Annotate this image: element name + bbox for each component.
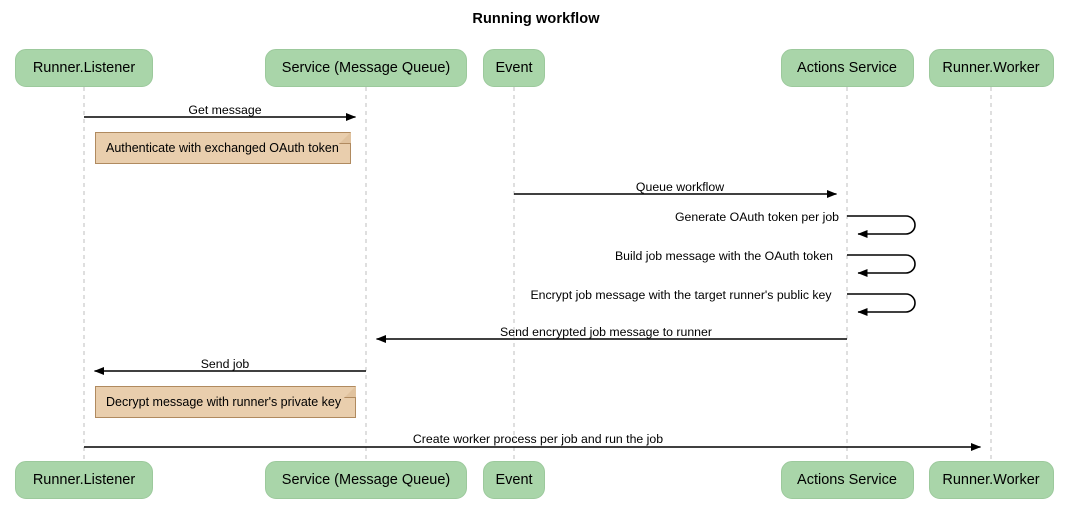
note-label: Authenticate with exchanged OAuth token	[106, 141, 339, 155]
participant-label: Service (Message Queue)	[281, 60, 451, 76]
participant-label: Service (Message Queue)	[281, 472, 451, 488]
note-fold-corner-icon	[339, 132, 351, 144]
participant-runner-listener-bottom[interactable]: Runner.Listener	[15, 461, 153, 499]
participant-event-top[interactable]: Event	[483, 49, 545, 87]
message-label-queue-workflow: Queue workflow	[635, 180, 725, 194]
note-fold-corner-icon	[344, 386, 356, 398]
message-label-encrypt-job-message-with-the-target-runners-public-key: Encrypt job message with the target runn…	[530, 288, 832, 302]
note-authenticate-with-exchanged-oauth-token: Authenticate with exchanged OAuth token	[95, 132, 351, 164]
message-label-create-worker-process-per-job-and-run-the-job: Create worker process per job and run th…	[412, 432, 664, 446]
participant-label: Event	[495, 472, 533, 488]
participant-event-bottom[interactable]: Event	[483, 461, 545, 499]
message-build-job-message-with-the-oauth-token	[847, 254, 916, 277]
participant-actions-service-bottom[interactable]: Actions Service	[780, 461, 914, 499]
participant-runner-worker-top[interactable]: Runner.Worker	[928, 49, 1054, 87]
message-encrypt-job-message-with-the-target-runners-public-key	[847, 293, 916, 316]
participant-label: Actions Service	[797, 472, 897, 488]
message-label-send-encrypted-job-message-to-runner: Send encrypted job message to runner	[500, 325, 712, 339]
messages-group	[84, 113, 981, 451]
participant-label: Runner.Worker	[942, 60, 1040, 76]
note-label: Decrypt message with runner's private ke…	[106, 395, 342, 409]
message-label-get-message: Get message	[188, 103, 262, 117]
participant-actions-service-top[interactable]: Actions Service	[780, 49, 914, 87]
participant-runner-listener-top[interactable]: Runner.Listener	[15, 49, 153, 87]
message-label-generate-oauth-token-per-job: Generate OAuth token per job	[674, 210, 840, 224]
page-title: Running workflow	[472, 11, 600, 27]
participant-label: Event	[495, 60, 533, 76]
message-label-build-job-message-with-the-oauth-token: Build job message with the OAuth token	[614, 249, 834, 263]
participant-label: Runner.Worker	[942, 472, 1040, 488]
participant-label: Runner.Listener	[32, 472, 136, 488]
participant-label: Runner.Listener	[32, 60, 136, 76]
participant-service-message-queue-bottom[interactable]: Service (Message Queue)	[265, 461, 467, 499]
message-label-send-job: Send job	[200, 357, 250, 371]
participant-label: Actions Service	[797, 60, 897, 76]
participant-runner-worker-bottom[interactable]: Runner.Worker	[928, 461, 1054, 499]
message-generate-oauth-token-per-job	[847, 215, 916, 238]
lifelines-group	[83, 87, 992, 461]
participant-service-message-queue-top[interactable]: Service (Message Queue)	[265, 49, 467, 87]
note-decrypt-message-with-runners-private-key: Decrypt message with runner's private ke…	[95, 386, 356, 418]
